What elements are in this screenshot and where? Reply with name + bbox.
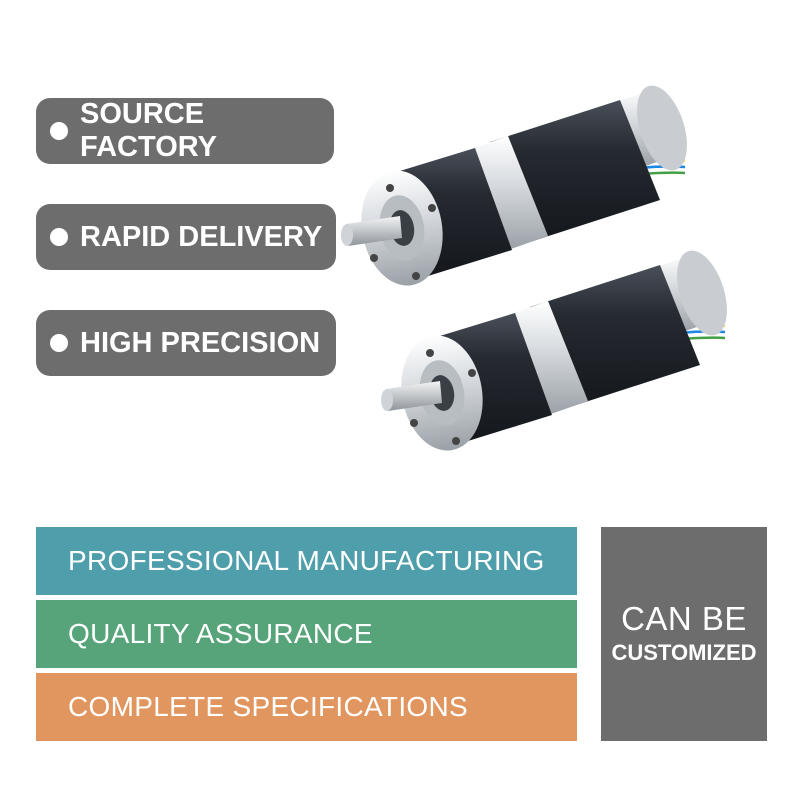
feature-label: RAPID DELIVERY: [80, 220, 323, 253]
bullet-dot-icon: [50, 334, 68, 352]
bullet-dot-icon: [50, 228, 68, 246]
feature-label: SOURCE FACTORY: [80, 98, 217, 163]
banner-complete-specifications: COMPLETE SPECIFICATIONS: [36, 673, 577, 741]
feature-pill-source-factory: SOURCE FACTORY: [36, 98, 334, 164]
banner-quality-assurance: QUALITY ASSURANCE: [36, 600, 577, 668]
gear-motor-product-image: [340, 78, 738, 459]
can-be-customized-box: CAN BE CUSTOMIZED: [601, 527, 767, 741]
banner-label: COMPLETE SPECIFICATIONS: [68, 691, 468, 722]
custom-line-1: CAN BE: [621, 599, 747, 637]
feature-pill-high-precision: HIGH PRECISION: [36, 310, 336, 376]
banner-label: PROFESSIONAL MANUFACTURING: [68, 545, 545, 576]
banner-label: QUALITY ASSURANCE: [68, 618, 373, 649]
feature-label: HIGH PRECISION: [80, 326, 321, 359]
banner-professional-manufacturing: PROFESSIONAL MANUFACTURING: [36, 527, 577, 595]
bullet-dot-icon: [50, 122, 68, 140]
custom-line-2: CUSTOMIZED: [611, 639, 757, 665]
feature-pill-rapid-delivery: RAPID DELIVERY: [36, 204, 336, 270]
